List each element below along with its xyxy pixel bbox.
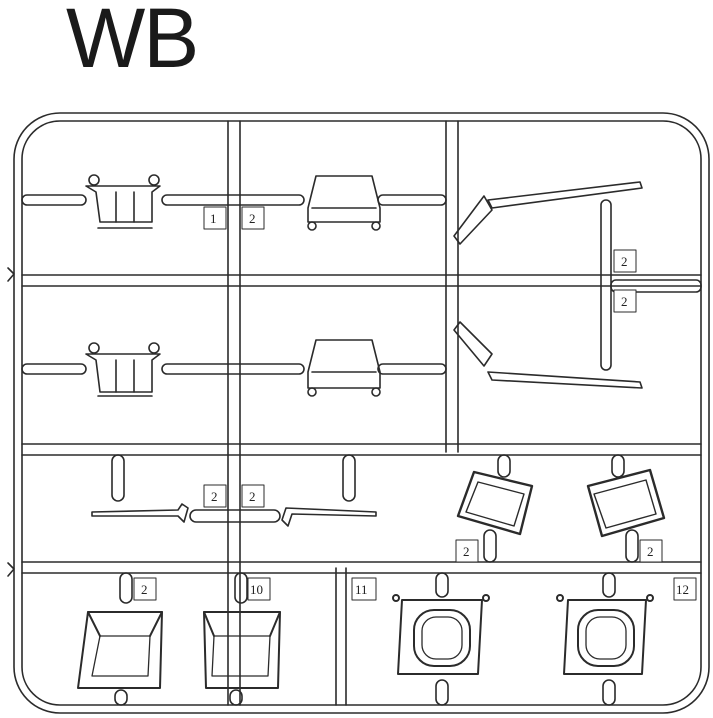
part-frame-10b <box>203 611 281 689</box>
part-label-box-10 <box>247 577 271 601</box>
part-label-2c: 2 <box>621 294 628 309</box>
part-arm-top <box>453 181 643 245</box>
part-label-2a: 2 <box>249 211 256 226</box>
part-bracket-a1 <box>85 174 161 229</box>
part-label-box-2d <box>203 484 227 508</box>
part-label-box-2c <box>613 289 637 313</box>
part-label-box-11 <box>351 577 377 601</box>
part-label-2h: 2 <box>141 582 148 597</box>
gate-runners <box>21 194 702 706</box>
part-porthole-11 <box>392 594 490 675</box>
part-label-box-2g <box>639 539 663 563</box>
part-bracket-b1 <box>307 175 381 231</box>
part-label-12: 12 <box>676 582 689 597</box>
part-frame-10a <box>77 611 163 689</box>
part-label-2d: 2 <box>211 489 218 504</box>
part-label-2g: 2 <box>647 544 654 559</box>
part-label-box-12 <box>673 577 697 601</box>
part-label-box-2f <box>455 539 479 563</box>
part-porthole-12 <box>556 594 654 675</box>
sprue-frame <box>13 112 710 714</box>
part-bracket-a2 <box>85 342 161 397</box>
part-label-10: 10 <box>250 582 263 597</box>
part-label-box-2e <box>241 484 265 508</box>
part-label-2b: 2 <box>621 254 628 269</box>
part-label-box-2h <box>133 577 157 601</box>
part-rod-right <box>281 507 377 527</box>
part-label-box-1 <box>203 206 227 230</box>
part-label-11: 11 <box>355 582 368 597</box>
part-arm-bottom <box>453 321 643 389</box>
part-bracket-b2 <box>307 339 381 397</box>
part-label-box-2a <box>241 206 265 230</box>
part-rod-left <box>91 503 189 523</box>
part-label-2f: 2 <box>463 544 470 559</box>
part-window-left <box>456 470 534 536</box>
part-window-right <box>586 468 666 538</box>
part-label-1: 1 <box>210 211 217 226</box>
sprue-runners <box>7 120 702 706</box>
part-label-2e: 2 <box>249 489 256 504</box>
part-label-box-2b <box>613 249 637 273</box>
sprue-title: WB <box>66 0 199 85</box>
